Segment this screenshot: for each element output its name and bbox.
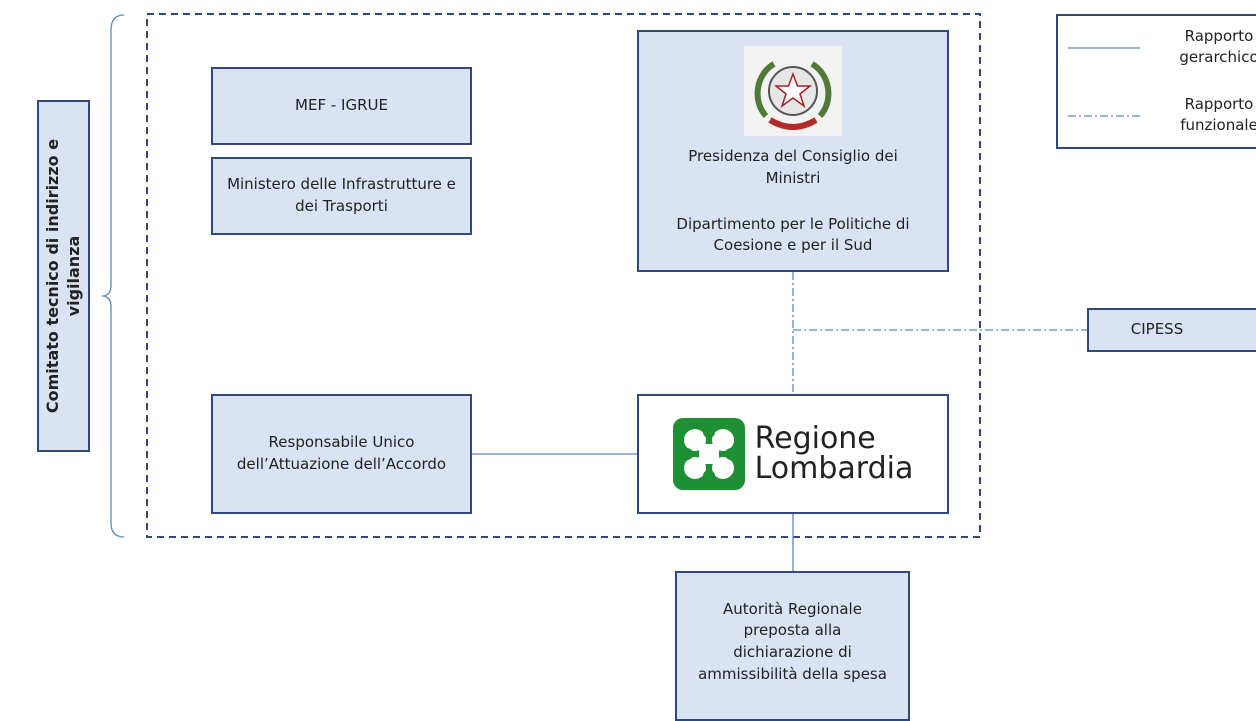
regione-lombardia-box: Regione Lombardia [637, 394, 949, 514]
group-bracket [101, 14, 125, 538]
regione-lombardia-logo-icon [672, 418, 745, 490]
mit-label: Ministero delle Infrastrutture e dei Tra… [227, 175, 456, 215]
responsabile-box: Responsabile Unico dell’Attuazione dell’… [211, 394, 472, 514]
mit-box: Ministero delle Infrastrutture e dei Tra… [211, 157, 472, 235]
comitato-box: Comitato tecnico di indirizzo e vigilanz… [37, 100, 90, 452]
group-frame [146, 13, 981, 538]
cipess-label: CIPESS [1130, 320, 1184, 339]
comitato-label: Comitato tecnico di indirizzo e vigilanz… [42, 138, 83, 414]
autorita-box: Autorità Regionale preposta alla dichiar… [675, 571, 910, 721]
dipartimento-label: Dipartimento per le Politiche di Coesion… [676, 214, 910, 255]
autorita-label: Autorità Regionale preposta alla dichiar… [698, 599, 887, 683]
presidenza-box: Presidenza del Consiglio dei Ministri Di… [637, 30, 949, 272]
responsabile-label: Responsabile Unico dell’Attuazione dell’… [236, 433, 447, 473]
italian-republic-emblem-icon [744, 46, 842, 136]
regione-lombardia-wordmark: Regione Lombardia [755, 424, 914, 484]
lombardia-word: Lombardia [754, 451, 914, 486]
mef-igrue-label: MEF - IGRUE [295, 96, 388, 115]
cipess-box: CIPESS [1087, 308, 1256, 352]
legend: Rapporto gerarchico Rapporto funzionale [1056, 14, 1256, 149]
presidenza-label: Presidenza del Consiglio dei Ministri [688, 147, 898, 187]
mef-igrue-box: MEF - IGRUE [211, 67, 472, 145]
regione-word: Regione [754, 421, 876, 456]
legend-functional-label: Rapporto funzionale [1180, 95, 1256, 134]
legend-hierarchical-label: Rapporto gerarchico [1179, 27, 1256, 66]
